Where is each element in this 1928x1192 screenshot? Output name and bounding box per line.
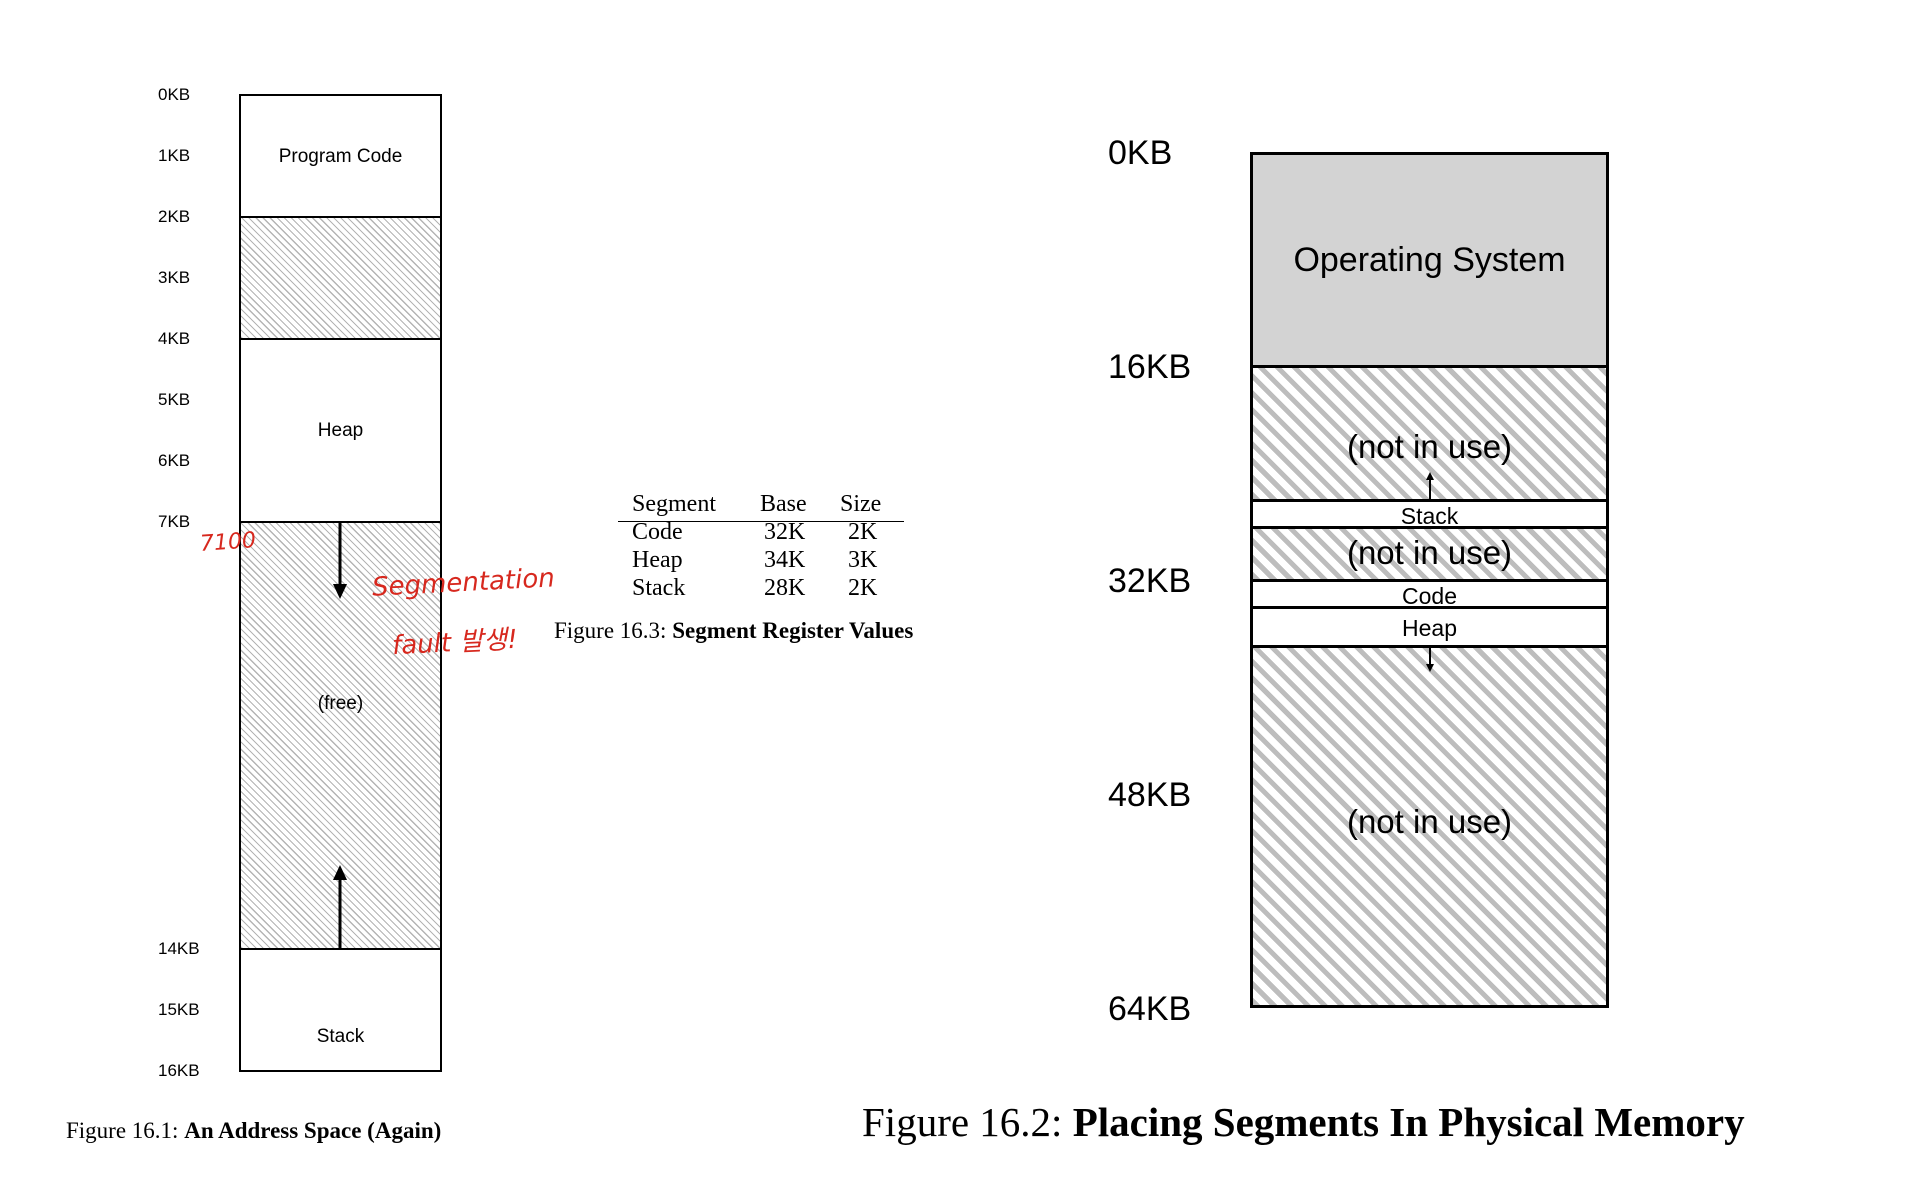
program-code-block: Program Code (239, 94, 442, 218)
not-in-use-block: (not in use) (1250, 526, 1609, 582)
kb-label: 0KB (158, 85, 191, 104)
table-header: Segment (632, 491, 716, 517)
os-block: Operating System (1250, 152, 1609, 368)
heap-block: Heap (1250, 606, 1609, 648)
stack-growth-arrow (1426, 472, 1434, 501)
heap-growth-arrow (1426, 647, 1434, 672)
segment-register-table: Segment Base Size Code 32K 2K Heap 34K 3… (618, 490, 908, 610)
table-cell: 32K (764, 519, 806, 545)
not-in-use-block: (not in use) (1250, 645, 1609, 1008)
figure-16-1-caption: Figure 16.1: An Address Space (Again) (66, 1118, 441, 1144)
caption-prefix: Figure 16.1: (66, 1118, 179, 1143)
kb-label: 32KB (1108, 562, 1192, 600)
handwritten-address: 7100 (199, 528, 257, 557)
not-in-use-block: (not in use) (1250, 365, 1609, 502)
block-label: Program Code (278, 146, 403, 167)
block-label: Stack (316, 1026, 365, 1047)
kb-label: 16KB (158, 1061, 200, 1080)
kb-label: 3KB (158, 268, 191, 287)
caption-prefix: Figure 16.2: (862, 1099, 1063, 1145)
heap-arrow-head (333, 584, 347, 599)
table-header: Size (840, 491, 882, 517)
caption-prefix: Figure 16.3: (554, 618, 667, 643)
stack-block: Stack (1250, 499, 1609, 529)
table-cell: 2K (848, 519, 878, 545)
kb-label: 0KB (1108, 134, 1173, 172)
unused-block (239, 216, 442, 340)
caption-title: Segment Register Values (672, 618, 914, 643)
block-label: (not in use) (1346, 534, 1513, 571)
kb-label: 64KB (1108, 990, 1192, 1028)
table-cell: 28K (764, 575, 806, 601)
figure-16-3-caption: Figure 16.3: Segment Register Values (554, 618, 913, 644)
kb-label: 6KB (158, 451, 191, 470)
block-label: Code (1402, 583, 1457, 609)
heap-block: Heap (239, 338, 442, 523)
block-label: (not in use) (1346, 803, 1513, 840)
stack-block: Stack (239, 948, 442, 1072)
table-cell: 2K (848, 575, 878, 601)
kb-label: 4KB (158, 329, 191, 348)
table-cell: Code (632, 519, 683, 545)
block-label: Stack (1400, 503, 1459, 529)
table-cell: Heap (632, 547, 683, 573)
table-rule (618, 521, 904, 522)
block-label: Heap (317, 420, 364, 441)
figure-16-2-caption: Figure 16.2: Placing Segments In Physica… (862, 1098, 1745, 1146)
kb-label: 7KB (158, 512, 191, 531)
code-block: Code (1250, 579, 1609, 609)
kb-label: 16KB (1108, 348, 1192, 386)
caption-title: Placing Segments In Physical Memory (1072, 1099, 1745, 1145)
block-label: (free) (317, 693, 364, 714)
table-header: Base (760, 491, 807, 517)
table-cell: 3K (848, 547, 878, 573)
kb-label: 14KB (158, 939, 200, 958)
table-cell: 34K (764, 547, 806, 573)
kb-label: 1KB (158, 146, 191, 165)
block-label: (not in use) (1346, 428, 1513, 465)
stack-arrow-head (333, 865, 347, 880)
caption-title: An Address Space (Again) (184, 1118, 442, 1143)
kb-label: 48KB (1108, 776, 1192, 814)
kb-label: 2KB (158, 207, 191, 226)
block-label: Operating System (1293, 241, 1566, 279)
handwritten-fault: fault 발생! (391, 624, 519, 662)
block-label: Heap (1402, 615, 1457, 641)
kb-label: 15KB (158, 1000, 200, 1019)
kb-label: 5KB (158, 390, 191, 409)
growth-arrows (333, 522, 347, 949)
table-cell: Stack (632, 575, 686, 601)
